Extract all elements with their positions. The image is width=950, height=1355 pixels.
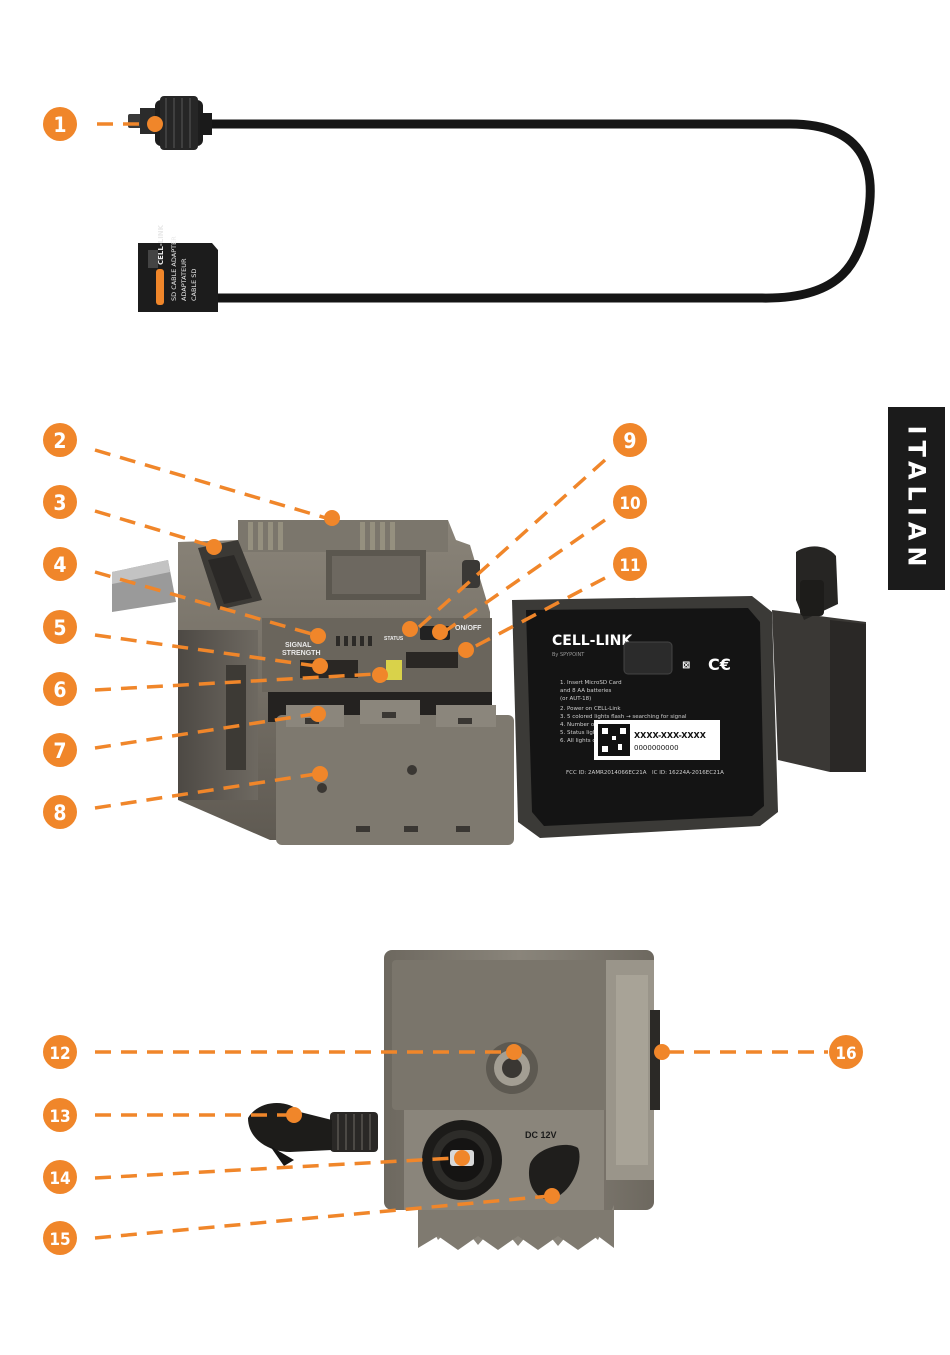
- svg-text:2: 2: [53, 429, 66, 453]
- adapter-label-line1: CELL-LINK: [157, 224, 165, 265]
- svg-text:7: 7: [53, 739, 66, 763]
- language-tab-label: ITALIAN: [902, 425, 931, 572]
- callout-badge-7: 7: [43, 733, 77, 767]
- callout-badge-5: 5: [43, 610, 77, 644]
- callout-badge-1: 1: [43, 107, 77, 141]
- strength-label: STRENGTH: [282, 650, 321, 657]
- lid-serial-2: 0000000000: [634, 744, 679, 752]
- callout-badge-2: 2: [43, 423, 77, 457]
- svg-text:9: 9: [623, 429, 636, 453]
- lid-step-2: 2. Power on CELL-Link: [560, 706, 621, 712]
- lid-step-1: 1. Insert MicroSD Card: [560, 680, 622, 686]
- svg-text:4: 4: [53, 553, 66, 577]
- callout-badge-6: 6: [43, 672, 77, 706]
- svg-text:6: 6: [53, 678, 66, 702]
- callout-badge-9: 9: [613, 423, 647, 457]
- status-label: STATUS: [384, 636, 404, 642]
- callout-badges: 1 2 3 4 5 6 7 8 9 10 11 12 13 14 15 16: [43, 107, 863, 1255]
- on-off-label: ON/OFF: [455, 625, 482, 632]
- callout-badge-11: 11: [613, 547, 647, 581]
- callout-badge-12: 12: [43, 1035, 77, 1069]
- callout-badge-13: 13: [43, 1098, 77, 1132]
- callout-leader-lines: [94, 122, 828, 1240]
- language-tab: ITALIAN: [888, 407, 945, 590]
- lid-brand: CELL-LINK: [552, 633, 633, 649]
- adapter-label-line3: ADAPTATEUR: [180, 258, 188, 301]
- svg-text:3: 3: [53, 491, 66, 515]
- svg-text:1: 1: [53, 113, 66, 137]
- svg-text:11: 11: [619, 556, 640, 576]
- adapter-label-line4: CABLE SD: [190, 269, 198, 301]
- lid-step-1b: and 8 AA batteries: [560, 688, 612, 694]
- qr-code-icon: [598, 724, 630, 756]
- svg-text:⊠: ⊠: [682, 660, 690, 671]
- svg-text:10: 10: [619, 494, 640, 514]
- callout-badge-10: 10: [613, 485, 647, 519]
- svg-text:C€: C€: [708, 655, 731, 674]
- callout-badge-4: 4: [43, 547, 77, 581]
- callout-badge-16: 16: [829, 1035, 863, 1069]
- lid-step-3: 3. 5 colored lights flash → searching fo…: [560, 714, 687, 720]
- camera-back-illustration: DC 12V: [248, 950, 660, 1250]
- svg-text:14: 14: [49, 1169, 70, 1189]
- callout-badge-3: 3: [43, 485, 77, 519]
- lid-serial: XXXX-XXX-XXXX: [634, 731, 707, 740]
- callout-badge-15: 15: [43, 1221, 77, 1255]
- callout-badge-14: 14: [43, 1160, 77, 1194]
- lid-ic-id: IC ID: 16224A-2016EC21A: [652, 770, 724, 776]
- signal-label: SIGNAL: [285, 642, 312, 649]
- lid-fcc-id: FCC ID: 2AMR2014066EC21A: [566, 770, 647, 776]
- svg-text:12: 12: [49, 1044, 70, 1064]
- lid-by: By SPYPOINT: [552, 652, 585, 658]
- callout-dots: [147, 116, 670, 1204]
- svg-text:16: 16: [835, 1044, 856, 1064]
- svg-text:13: 13: [49, 1107, 70, 1127]
- lid-step-1c: (or AUT-18): [560, 696, 591, 702]
- svg-text:15: 15: [49, 1230, 70, 1250]
- dc-12v-label: DC 12V: [525, 1130, 557, 1140]
- sd-cable-adapter-illustration: CELL-LINK SD CABLE ADAPTER ADAPTATEUR CA…: [128, 96, 875, 312]
- adapter-label-line2: SD CABLE ADAPTER: [170, 236, 178, 301]
- svg-text:8: 8: [53, 801, 66, 825]
- callout-badge-8: 8: [43, 795, 77, 829]
- cell-link-open-illustration: SIGNAL STRENGTH STATUS ON/OFF: [112, 520, 866, 845]
- svg-text:5: 5: [53, 616, 66, 640]
